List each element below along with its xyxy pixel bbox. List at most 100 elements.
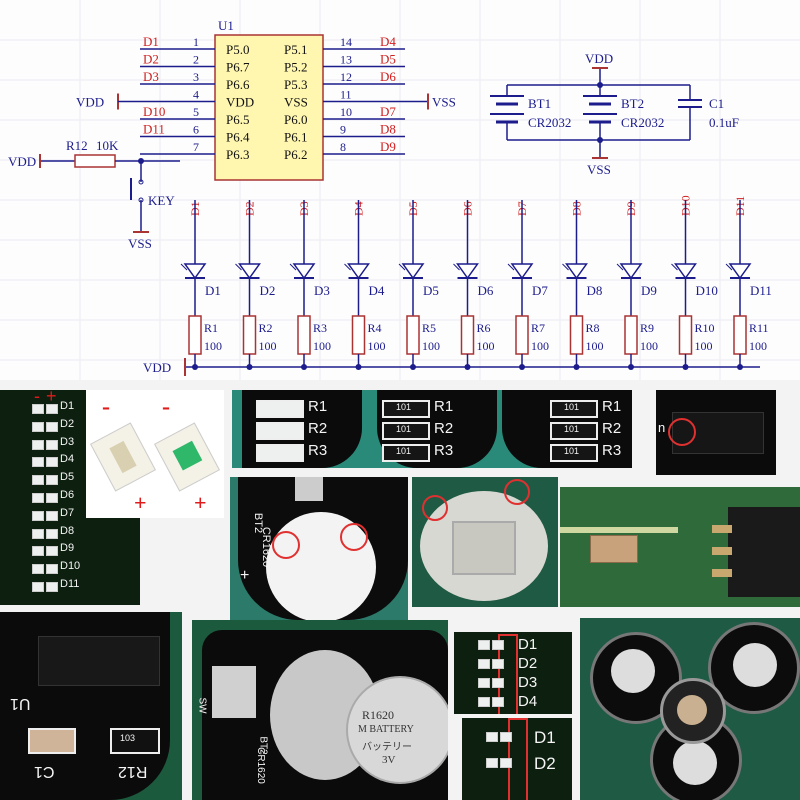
led-silk-label: D1 <box>534 728 556 747</box>
led-ref: D7 <box>532 283 548 298</box>
led-pad <box>478 659 490 669</box>
led-pad <box>492 697 504 707</box>
resistor-code: 101 <box>396 402 412 412</box>
resistor-ref: R4 <box>368 321 382 335</box>
chip1-plus: + <box>134 490 147 515</box>
led-pad <box>486 732 498 742</box>
resistor-value: 100 <box>477 339 495 353</box>
led-resistor <box>569 315 584 355</box>
bat-text-3: バッテリー <box>362 742 412 753</box>
led-silk-label: D3 <box>60 435 75 448</box>
led-silk-label: D11 <box>60 578 80 590</box>
led-ref: D11 <box>750 283 772 298</box>
ic-pin-name: P5.2 <box>284 60 307 75</box>
led-resistor <box>242 315 257 355</box>
ic-pin-name: P5.1 <box>284 42 307 57</box>
key-switch <box>130 178 144 205</box>
net-label: D10 <box>143 104 165 119</box>
led-diode <box>728 263 752 280</box>
resistor-value: 100 <box>313 339 331 353</box>
resistor-footprint: 101 <box>550 422 598 440</box>
net-label: VSS <box>432 95 456 110</box>
resistor-value: 100 <box>422 339 440 353</box>
resistor-value: 100 <box>259 339 277 353</box>
led-silk-label: D2 <box>534 754 556 773</box>
ic-pin-name: P6.4 <box>226 130 250 145</box>
photo-cap-closeup <box>560 487 678 607</box>
ledboard-plus: + <box>46 390 57 406</box>
resistor-silk-label: R1 <box>308 398 328 415</box>
led-pad <box>46 528 58 539</box>
led-pad <box>46 439 58 450</box>
resistor-ref: R6 <box>477 321 491 335</box>
ic-pin-name: P5.3 <box>284 77 307 92</box>
led-silk-label: D10 <box>60 560 81 573</box>
resistor-value: 100 <box>204 339 222 353</box>
net-label: D4 <box>380 34 396 49</box>
resistor-code: 101 <box>396 424 412 434</box>
r12-resistor <box>74 154 116 168</box>
chip2-minus: - <box>162 394 170 420</box>
resistor-silk-label: R2 <box>434 420 454 437</box>
resistor-footprint <box>256 444 304 462</box>
ic-pin-name: P6.0 <box>284 112 307 127</box>
photo-coin-battery: SW R1620 M BATTERY バッテリー 3V BT2 CR1620 <box>192 620 448 800</box>
led-pad <box>46 564 58 575</box>
photo-battery-holder-pcb: BT2 CR1620 + <box>230 477 408 620</box>
tact-switch <box>212 666 256 718</box>
r12-ref: R12 <box>66 138 88 153</box>
photo-spinner <box>580 618 800 800</box>
resistor-silk-label: R3 <box>602 442 622 459</box>
led-pad <box>46 493 58 503</box>
resistor-footprint: 101 <box>382 444 430 462</box>
ic-pin-name: P5.0 <box>226 42 249 57</box>
bat-text-1: R1620 <box>362 708 395 722</box>
ic-pin-name: VDD <box>226 95 254 110</box>
led-pad <box>478 697 490 707</box>
ic-pin-name: VSS <box>284 95 308 110</box>
resistor-code: 101 <box>564 402 580 412</box>
resistor-silk-label: R1 <box>602 398 622 415</box>
pullup-vdd-label: VDD <box>8 154 36 169</box>
led-diode <box>401 263 425 280</box>
ic-pin-number: 1 <box>193 35 199 49</box>
ledboard-minus: - <box>34 390 40 406</box>
resistor-silk-label: R3 <box>434 442 454 459</box>
photo-ic-board: U1 103 C1 R12 <box>0 612 182 800</box>
r12-code: 103 <box>120 733 136 743</box>
led-resistor <box>515 315 529 355</box>
led-silk-label: D1 <box>518 636 538 653</box>
led-silk-label: D4 <box>518 693 538 710</box>
resistor-footprint: 101 <box>550 400 598 418</box>
led-pad <box>486 758 498 768</box>
ic-pin-name: P6.6 <box>226 77 250 92</box>
resistor-ref: R3 <box>313 321 327 335</box>
led-resistor <box>733 315 747 355</box>
ic-pin-number: 11 <box>340 88 352 102</box>
photo-battery-clip <box>412 477 558 607</box>
led-pad <box>46 404 58 414</box>
resistor-value: 100 <box>531 339 549 353</box>
led-pad <box>32 475 44 486</box>
led-resistor <box>406 315 420 355</box>
spinner-lobe-1 <box>590 632 682 724</box>
key-vss-label: VSS <box>128 236 152 251</box>
chip2-plus: + <box>194 490 207 515</box>
led-pad <box>32 493 44 503</box>
bat-text-2: M BATTERY <box>358 724 414 735</box>
led-pad <box>478 640 490 650</box>
net-label: D8 <box>380 122 396 137</box>
resistor-ref: R9 <box>640 321 654 335</box>
photo-ic-legs <box>678 487 800 607</box>
resistor-ref: R1 <box>204 321 218 335</box>
ic-pin-number: 3 <box>193 70 199 84</box>
